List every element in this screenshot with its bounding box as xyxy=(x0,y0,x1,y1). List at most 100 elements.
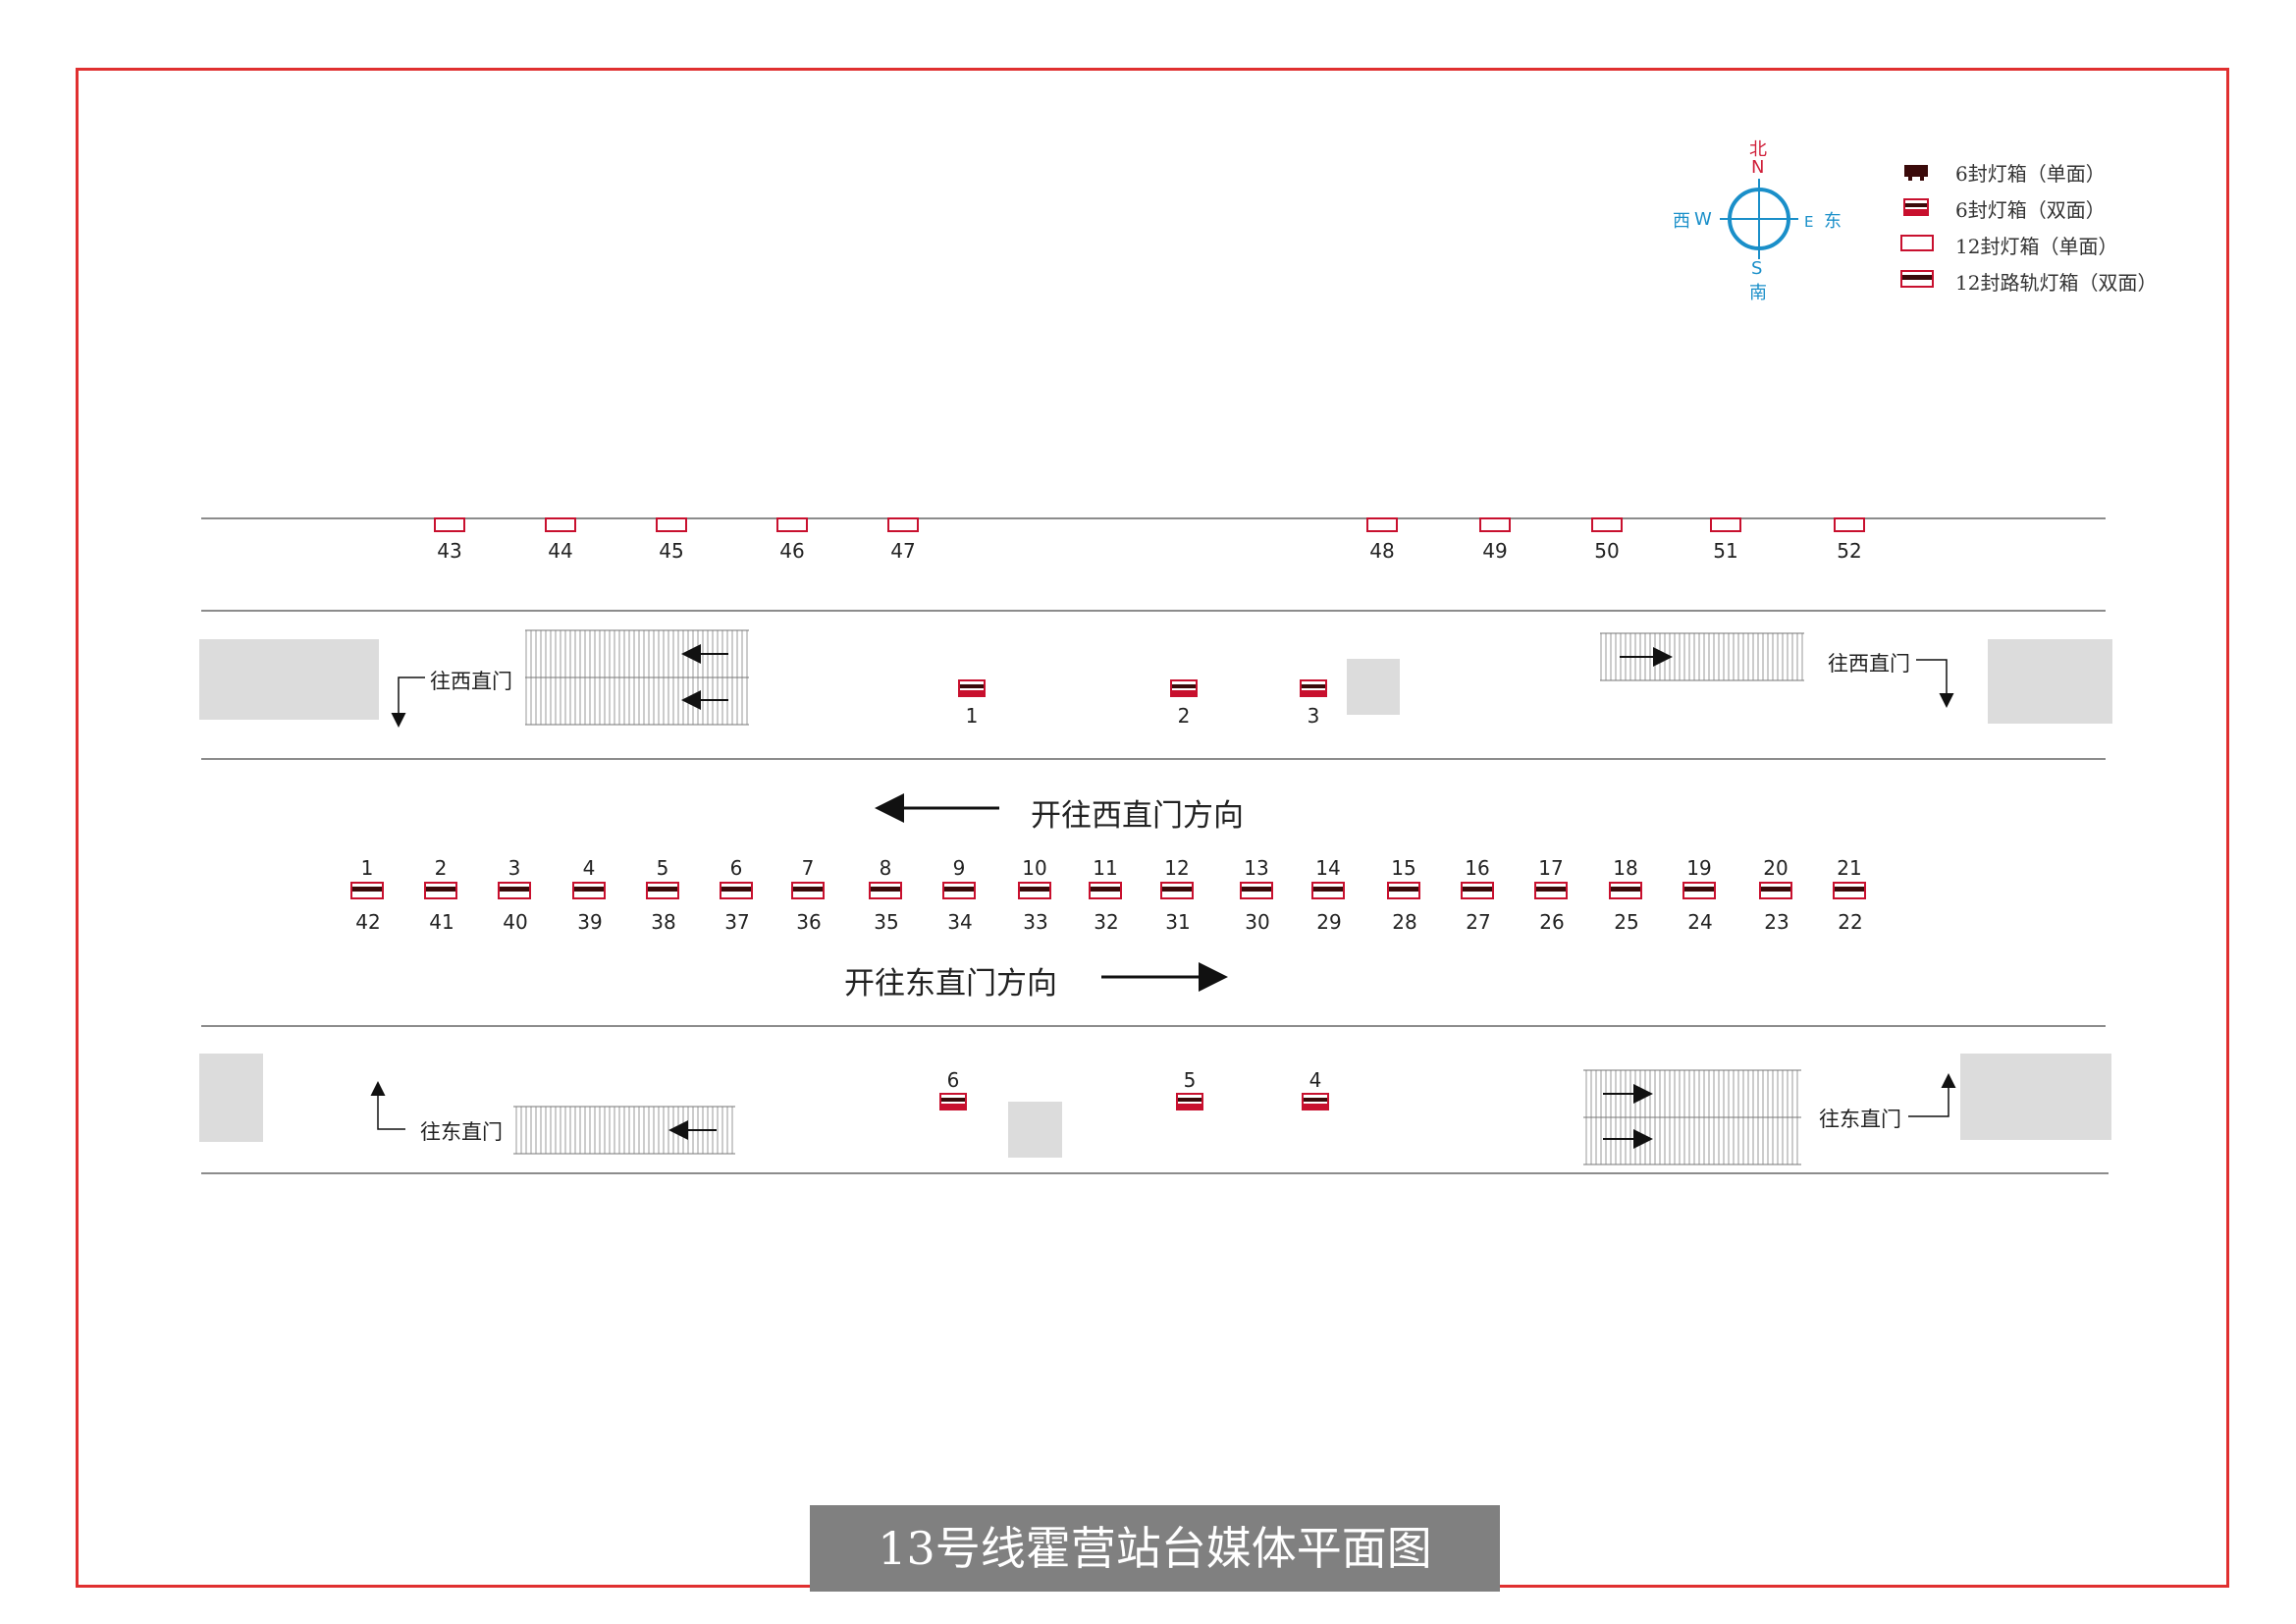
exit-label-dongzhimen: 往东直门 xyxy=(420,1120,503,1144)
box-number: 22 xyxy=(1838,910,1863,934)
box-number: 44 xyxy=(548,539,573,563)
box-number: 3 xyxy=(1307,704,1320,728)
compass-south-en: S xyxy=(1751,258,1763,279)
box-number: 34 xyxy=(947,910,973,934)
lightbox-12-single xyxy=(1479,517,1511,532)
box-number: 28 xyxy=(1392,910,1417,934)
box-number: 11 xyxy=(1093,856,1118,880)
box-number: 20 xyxy=(1763,856,1789,880)
box-number: 13 xyxy=(1244,856,1269,880)
pillar-block xyxy=(1008,1102,1062,1158)
box-number: 37 xyxy=(724,910,750,934)
lightbox-12-single xyxy=(656,517,687,532)
compass-east-en: E xyxy=(1804,213,1814,231)
box-number: 1 xyxy=(360,856,374,880)
compass-north-en: N xyxy=(1751,157,1765,178)
box-number: 32 xyxy=(1094,910,1119,934)
box-number: 2 xyxy=(434,856,448,880)
box-number: 43 xyxy=(437,539,462,563)
box-number: 49 xyxy=(1482,539,1508,563)
escalator-sw xyxy=(513,1106,735,1155)
page-title: 13号线霍营站台媒体平面图 xyxy=(810,1505,1500,1592)
box-number: 52 xyxy=(1837,539,1862,563)
box-number: 40 xyxy=(503,910,528,934)
box-number: 41 xyxy=(429,910,454,934)
box-number: 35 xyxy=(874,910,899,934)
box-number: 48 xyxy=(1369,539,1395,563)
exit-arrow-dongzhimen-east xyxy=(1908,1073,1956,1117)
box-number: 21 xyxy=(1837,856,1862,880)
box-number: 47 xyxy=(890,539,916,563)
box-number: 8 xyxy=(879,856,892,880)
compass-north-cn: 北 xyxy=(1749,139,1767,160)
box-number: 4 xyxy=(1308,1068,1322,1092)
box-number: 4 xyxy=(582,856,596,880)
escalator-se xyxy=(1583,1069,1801,1165)
box-number: 45 xyxy=(659,539,684,563)
compass-west-cn: 西 xyxy=(1673,211,1690,232)
legend-label: 6封灯箱（双面） xyxy=(1955,198,2106,222)
box-number: 2 xyxy=(1177,704,1191,728)
box-number: 26 xyxy=(1539,910,1565,934)
box-number: 38 xyxy=(651,910,676,934)
box-number: 6 xyxy=(729,856,743,880)
box-number: 31 xyxy=(1165,910,1191,934)
lightbox-12-single xyxy=(434,517,465,532)
exit-label-xizhimen: 往西直门 xyxy=(1828,652,1910,676)
lightbox-12-single xyxy=(1591,517,1623,532)
track-lightbox-12-double-icon xyxy=(1900,270,1934,288)
box-number: 51 xyxy=(1713,539,1738,563)
box-number: 14 xyxy=(1315,856,1341,880)
lightbox-12-single xyxy=(545,517,576,532)
eastbound-label: 开往东直门方向 xyxy=(844,966,1057,1001)
box-number: 10 xyxy=(1022,856,1047,880)
room-block xyxy=(199,1054,263,1142)
box-number: 15 xyxy=(1391,856,1416,880)
box-number: 12 xyxy=(1164,856,1190,880)
lightbox-12-single xyxy=(1710,517,1741,532)
exit-label-xizhimen: 往西直门 xyxy=(430,670,512,693)
compass-icon xyxy=(1720,179,1798,259)
box-number: 50 xyxy=(1594,539,1620,563)
legend-label: 12封灯箱（单面） xyxy=(1955,235,2118,258)
box-number: 24 xyxy=(1687,910,1713,934)
compass-south-cn: 南 xyxy=(1749,283,1767,303)
box-number: 39 xyxy=(577,910,603,934)
room-block xyxy=(199,639,379,720)
box-number: 18 xyxy=(1613,856,1638,880)
legend-label: 6封灯箱（单面） xyxy=(1955,162,2106,186)
box-number: 6 xyxy=(946,1068,960,1092)
exit-arrow-xizhimen-west xyxy=(391,677,425,728)
box-number: 30 xyxy=(1245,910,1270,934)
legend-label: 12封路轨灯箱（双面） xyxy=(1955,271,2158,295)
box-number: 27 xyxy=(1466,910,1491,934)
escalator-ne xyxy=(1600,632,1804,681)
box-number: 3 xyxy=(507,856,521,880)
room-block xyxy=(1988,639,2112,724)
box-number: 42 xyxy=(355,910,381,934)
box-number: 46 xyxy=(779,539,805,563)
compass-east-cn: 东 xyxy=(1824,211,1842,232)
exit-arrow-dongzhimen-west xyxy=(370,1081,405,1130)
box-number: 5 xyxy=(656,856,669,880)
box-number: 9 xyxy=(952,856,966,880)
escalator-nw xyxy=(525,629,749,726)
box-number: 19 xyxy=(1686,856,1712,880)
lightbox-12-single xyxy=(887,517,919,532)
lightbox-12-single xyxy=(1366,517,1398,532)
box-number: 36 xyxy=(796,910,822,934)
box-number: 23 xyxy=(1764,910,1789,934)
box-number: 5 xyxy=(1183,1068,1197,1092)
box-number: 7 xyxy=(801,856,815,880)
box-number: 29 xyxy=(1316,910,1342,934)
lightbox-12-single xyxy=(1834,517,1865,532)
compass-west-en: W xyxy=(1694,209,1712,230)
lightbox-12-single xyxy=(776,517,808,532)
lightbox-6-double-icon xyxy=(1903,198,1929,216)
lightbox-6-single-icon xyxy=(1904,165,1928,181)
pillar-block xyxy=(1347,659,1400,715)
box-number: 16 xyxy=(1465,856,1490,880)
westbound-label: 开往西直门方向 xyxy=(1031,798,1244,834)
room-block xyxy=(1960,1054,2111,1140)
